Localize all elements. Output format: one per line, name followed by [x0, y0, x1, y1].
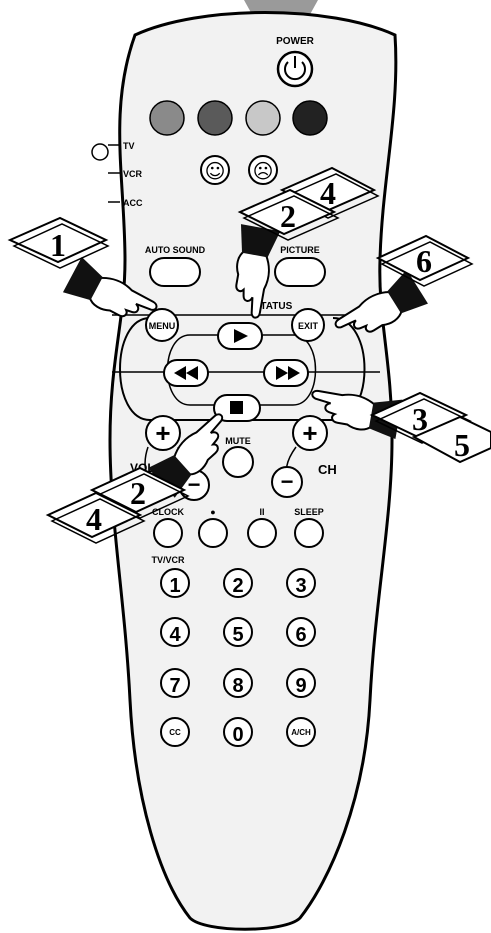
play-button[interactable]	[218, 323, 262, 349]
channel-up-button[interactable]: +	[293, 416, 327, 450]
key-7[interactable]: 7	[161, 669, 189, 697]
key-4-label: 4	[169, 624, 181, 646]
ach-label: A/CH	[291, 728, 311, 737]
step-2-label: 2	[280, 198, 296, 234]
mode-vcr-label: VCR	[123, 169, 143, 179]
key-2[interactable]: 2	[224, 569, 252, 597]
auto-sound-label: AUTO SOUND	[145, 245, 206, 255]
ach-button[interactable]: A/CH	[287, 718, 315, 746]
red-color-button[interactable]	[150, 101, 184, 135]
sad-face-icon: ☹	[253, 159, 274, 183]
pause-icon: II	[259, 507, 264, 517]
mode-switch[interactable]	[92, 144, 108, 160]
key-3-label: 3	[295, 575, 306, 597]
step-badge-6: 6	[378, 236, 472, 286]
smart-picture-button[interactable]: ☺	[201, 156, 229, 184]
picture-button[interactable]	[275, 258, 325, 286]
mute-button[interactable]	[223, 447, 253, 477]
channel-down-button[interactable]: −	[272, 467, 302, 497]
mode-acc-label: ACC	[123, 198, 143, 208]
key-7-label: 7	[169, 675, 180, 697]
step-2-label: 2	[130, 475, 146, 511]
key-6[interactable]: 6	[287, 618, 315, 646]
yellow-color-button[interactable]	[246, 101, 280, 135]
sleep-button[interactable]	[295, 519, 323, 547]
power-label: POWER	[276, 36, 315, 47]
volume-up-button[interactable]: +	[146, 416, 180, 450]
menu-label: MENU	[149, 321, 176, 331]
rewind-button[interactable]	[164, 360, 208, 386]
key-5[interactable]: 5	[224, 618, 252, 646]
pause-button[interactable]	[248, 519, 276, 547]
mode-tv-label: TV	[123, 141, 135, 151]
step-badge-1: 1	[10, 218, 108, 268]
exit-button[interactable]: EXIT	[292, 309, 324, 341]
plus-icon: +	[302, 418, 317, 448]
key-0-label: 0	[232, 724, 243, 746]
cc-label: CC	[169, 728, 181, 737]
picture-label: PICTURE	[280, 245, 320, 255]
power-button[interactable]	[278, 52, 312, 86]
green-color-button[interactable]	[198, 101, 232, 135]
key-1-label: 1	[169, 575, 180, 597]
mute-label: MUTE	[225, 436, 251, 446]
plus-icon: +	[155, 418, 170, 448]
clock-label: CLOCK	[152, 507, 184, 517]
blue-color-button[interactable]	[293, 101, 327, 135]
key-9-label: 9	[295, 675, 306, 697]
key-9[interactable]: 9	[287, 669, 315, 697]
ch-label: CH	[318, 462, 337, 477]
key-8-label: 8	[232, 675, 243, 697]
step-5-label: 5	[454, 427, 470, 463]
key-3[interactable]: 3	[287, 569, 315, 597]
record-icon: ●	[210, 507, 215, 517]
step-6-label: 6	[416, 243, 432, 279]
key-2-label: 2	[232, 575, 243, 597]
record-button[interactable]	[199, 519, 227, 547]
key-8[interactable]: 8	[224, 669, 252, 697]
smart-sound-button[interactable]: ☹	[249, 156, 277, 184]
tvvcr-label: TV/VCR	[151, 555, 185, 565]
key-1[interactable]: 1	[161, 569, 189, 597]
key-4[interactable]: 4	[161, 618, 189, 646]
auto-sound-button[interactable]	[150, 258, 200, 286]
key-5-label: 5	[232, 624, 243, 646]
fast-forward-button[interactable]	[264, 360, 308, 386]
clock-button[interactable]	[154, 519, 182, 547]
key-0[interactable]: 0	[224, 718, 252, 746]
stop-icon	[230, 401, 243, 414]
key-6-label: 6	[295, 624, 306, 646]
step-4-label: 4	[86, 501, 102, 537]
sleep-label: SLEEP	[294, 507, 324, 517]
step-1-label: 1	[50, 227, 66, 263]
cc-button[interactable]: CC	[161, 718, 189, 746]
exit-label: EXIT	[298, 321, 319, 331]
minus-icon: −	[281, 469, 294, 494]
menu-button[interactable]: MENU	[146, 309, 178, 341]
happy-face-icon: ☺	[205, 159, 226, 183]
